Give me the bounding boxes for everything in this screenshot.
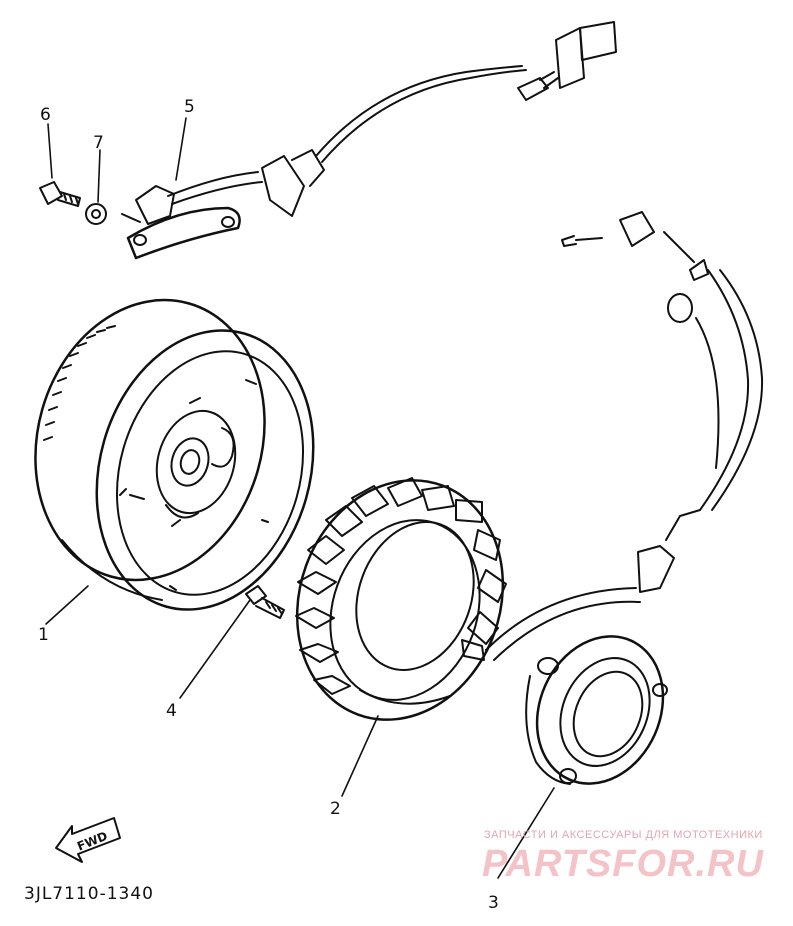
watermark-tagline: ЗАПЧАСТИ И АКСЕССУАРЫ ДЛЯ МОТОТЕХНИКИ bbox=[484, 829, 763, 841]
pickup-coil-assembly bbox=[121, 21, 617, 260]
callout-6: 6 bbox=[40, 105, 51, 125]
part-code: 3JL7110-1340 bbox=[24, 884, 154, 904]
leader-lines bbox=[45, 117, 555, 879]
watermark-logo: PARTSFOR.RU bbox=[482, 843, 764, 885]
rotor-flywheel bbox=[34, 298, 315, 611]
callout-7: 7 bbox=[93, 133, 104, 153]
callout-5: 5 bbox=[184, 97, 195, 117]
screw bbox=[39, 181, 81, 207]
callout-4: 4 bbox=[166, 701, 177, 721]
stator-cover bbox=[525, 635, 668, 785]
callout-2: 2 bbox=[330, 799, 341, 819]
fwd-arrow-icon bbox=[55, 817, 121, 863]
stator-assembly bbox=[295, 211, 764, 721]
callout-3: 3 bbox=[488, 893, 499, 913]
callout-1: 1 bbox=[38, 625, 49, 645]
washer bbox=[85, 203, 107, 225]
fwd-label: FWD bbox=[75, 829, 109, 854]
stator-bolt bbox=[245, 585, 285, 619]
